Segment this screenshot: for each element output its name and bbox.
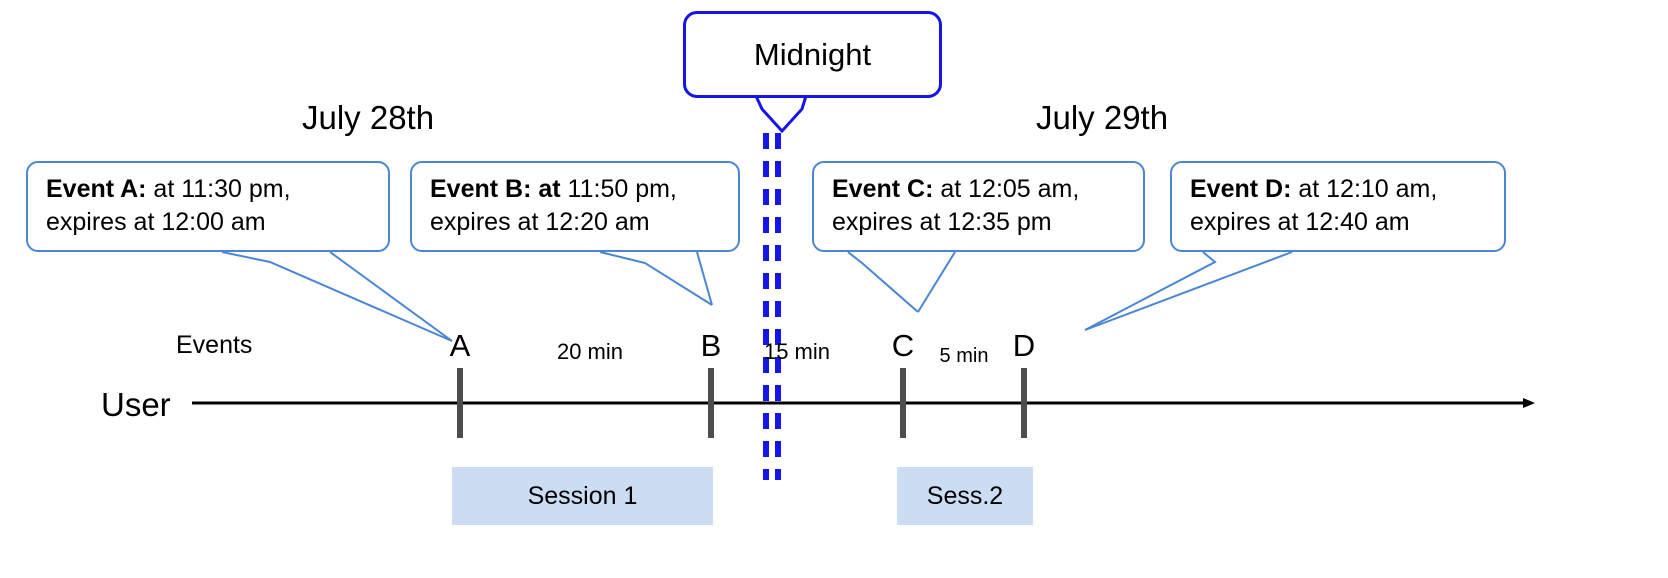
gap-label-b-c: 15 min [763,339,831,364]
day-label-july-28: July 28th [302,99,435,136]
gap-label-c-d: 5 min [939,345,989,367]
event-callout-D-line1: Event D: at 12:10 am, [1190,173,1490,206]
event-callout-D: Event D: at 12:10 am, expires at 12:40 a… [1170,161,1506,252]
midnight-callout-tail [754,95,808,134]
user-axis-label: User [101,386,171,423]
leader-line-A2 [329,251,453,342]
leader-line-C2 [917,251,956,313]
event-callout-C: Event C: at 12:05 am, expires at 12:35 p… [812,161,1145,252]
event-callout-D-bold: Event D: [1190,175,1292,203]
leader-line-D2 [1084,251,1293,331]
event-callout-D-rest: at 12:10 am, [1291,175,1438,203]
event-callout-C-line1: Event C: at 12:05 am, [832,173,1129,206]
events-row-label: Events [176,331,253,359]
event-letter-C: C [891,328,915,363]
event-callout-B-rest: 11:50 pm, [560,175,677,203]
event-letter-B: B [700,328,722,363]
event-callout-A-bold: Event A: [46,175,147,203]
session-block-1: Session 1 [452,467,713,525]
leader-line-A [221,251,453,342]
gap-label-a-b: 20 min [556,339,624,364]
event-callout-B-line2: expires at 12:20 am [430,207,650,236]
event-callout-A-rest: at 11:30 pm, [146,175,291,203]
event-callout-C-line2: expires at 12:35 pm [832,207,1052,236]
event-callout-A-line1: Event A: at 11:30 pm, [46,173,374,206]
event-callout-D-line2: expires at 12:40 am [1190,207,1410,236]
session-block-1-label: Session 1 [527,481,638,510]
event-callout-B: Event B: at 11:50 pm, expires at 12:20 a… [410,161,740,252]
midnight-callout-label: Midnight [753,36,872,72]
leader-line-C [847,251,919,313]
leader-line-B2 [696,251,713,306]
leader-line-B [599,251,713,306]
event-callout-C-rest: at 12:05 am, [933,175,1080,203]
event-callout-B-line1: Event B: at 11:50 pm, [430,173,724,206]
event-callout-A: Event A: at 11:30 pm, expires at 12:00 a… [26,161,390,252]
event-callout-C-bold: Event C: [832,175,934,203]
event-callout-B-bold: Event B: at [430,175,561,203]
session-block-2: Sess.2 [897,467,1033,525]
session-block-2-label: Sess.2 [926,481,1004,510]
leader-line-D [1084,251,1217,331]
midnight-callout: Midnight [683,11,942,98]
day-label-july-29: July 29th [1036,99,1169,136]
event-callout-A-line2: expires at 12:00 am [46,207,266,236]
event-letter-D: D [1012,328,1036,363]
event-letter-A: A [449,328,471,363]
